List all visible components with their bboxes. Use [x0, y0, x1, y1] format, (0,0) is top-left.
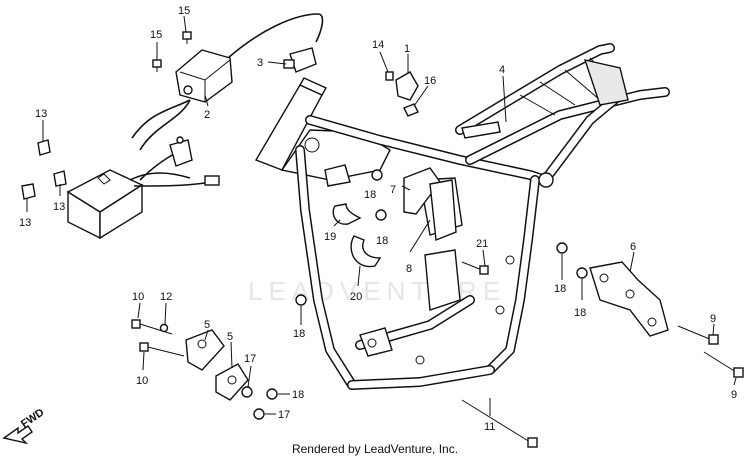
callout-16: 16 — [424, 75, 436, 87]
callout-2: 2 — [204, 109, 210, 121]
callout-13-c: 13 — [19, 217, 31, 229]
clamp-20 — [350, 235, 382, 268]
bracket-1 — [385, 71, 419, 117]
nut-18-a — [371, 169, 383, 181]
nut-18-b — [375, 209, 387, 221]
clip-13-b — [53, 170, 67, 187]
washer-12 — [159, 323, 169, 333]
plate-5-b — [215, 363, 249, 401]
callout-9-b: 9 — [731, 389, 737, 401]
bolt-15-left — [152, 59, 162, 72]
fwd-arrow-icon — [2, 425, 33, 445]
nut-18-e — [295, 294, 307, 306]
callout-10-b: 10 — [136, 375, 148, 387]
bolt-9-b — [703, 351, 744, 378]
callout-10-a: 10 — [132, 291, 144, 303]
callout-18-d: 18 — [574, 307, 586, 319]
callout-21: 21 — [476, 238, 488, 250]
callout-18-b: 18 — [376, 235, 388, 247]
bolt-21 — [461, 261, 489, 275]
callout-15-top: 15 — [178, 5, 190, 17]
clamp-19 — [332, 203, 362, 225]
nut-17-a — [241, 386, 253, 398]
bolt-10-a — [131, 319, 173, 335]
callout-20: 20 — [350, 291, 362, 303]
callout-4: 4 — [499, 64, 505, 76]
plate-8 — [429, 179, 457, 241]
clip-13-c — [21, 183, 36, 200]
callout-17-a: 17 — [244, 353, 256, 365]
callout-14: 14 — [372, 39, 384, 51]
callout-7: 7 — [390, 184, 396, 196]
bracket-7 — [403, 167, 441, 215]
callout-18-f: 18 — [292, 389, 304, 401]
bolt-9-a — [677, 325, 719, 345]
credit-text: Rendered by LeadVenture, Inc. — [291, 442, 459, 456]
cdi-unit — [66, 136, 220, 240]
frame-body — [254, 43, 670, 390]
bracket-6 — [589, 261, 669, 337]
callout-18-e: 18 — [293, 328, 305, 340]
nut-18-c — [556, 242, 568, 254]
callout-19: 19 — [324, 231, 336, 243]
nut-18-d — [576, 267, 588, 279]
callout-11: 11 — [484, 421, 495, 433]
callout-13-b: 13 — [53, 201, 65, 213]
ignition-coil — [131, 13, 324, 151]
callout-12: 12 — [160, 291, 172, 303]
callout-1: 1 — [404, 43, 410, 55]
bolt-11 — [461, 399, 538, 448]
nut-18-f — [266, 388, 278, 400]
callout-18-a: 18 — [364, 189, 376, 201]
callout-18-c: 18 — [554, 283, 566, 295]
callout-9-a: 9 — [710, 313, 716, 325]
callout-13-a: 13 — [35, 108, 47, 120]
callout-3: 3 — [257, 57, 263, 69]
callout-8: 8 — [406, 263, 412, 275]
callout-6: 6 — [630, 241, 636, 253]
callout-15-left: 15 — [150, 29, 162, 41]
nut-17-b — [253, 408, 265, 420]
callout-5-b: 5 — [227, 331, 233, 343]
bolt-10-b — [139, 342, 185, 357]
fwd-label: FWD — [19, 407, 47, 431]
callout-17-b: 17 — [278, 409, 290, 421]
callout-5-a: 5 — [204, 319, 210, 331]
bolt-15-top — [182, 31, 192, 44]
spark-plug-cap — [283, 47, 317, 73]
callouts: 15 15 2 3 14 1 16 4 13 13 13 18 7 19 18 … — [19, 5, 737, 433]
plate-5-a — [185, 329, 225, 371]
clip-13-a — [37, 139, 51, 156]
leader-lines — [26, 15, 737, 416]
